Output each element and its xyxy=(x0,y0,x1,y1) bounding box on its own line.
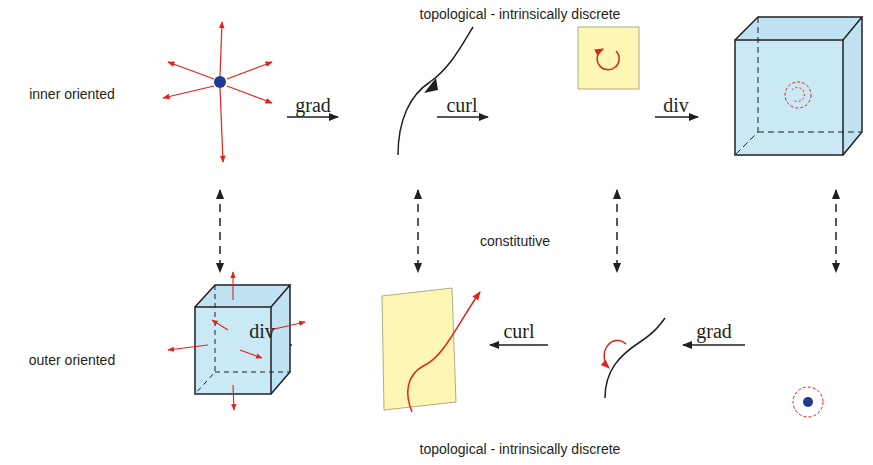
circulation-loop xyxy=(604,340,626,368)
relation-label: constitutive xyxy=(480,233,550,249)
point-dot xyxy=(803,397,813,407)
oriented-line xyxy=(398,27,473,155)
outer-surface xyxy=(382,288,456,410)
operator-label: curl xyxy=(446,94,477,117)
constitutive-arrows xyxy=(220,190,836,272)
line-arrowhead xyxy=(424,78,438,93)
operator-label: grad xyxy=(295,94,331,117)
dashed-sphere xyxy=(793,387,823,417)
oriented-volume xyxy=(735,17,862,155)
operator-label: curl xyxy=(503,320,534,343)
heading-label: topological - intrinsically discrete xyxy=(420,6,621,22)
operator-label: div xyxy=(663,94,689,117)
point-dot xyxy=(214,76,226,88)
row-label: outer oriented xyxy=(29,352,115,368)
oriented-surface xyxy=(578,27,639,89)
circulation-arrow xyxy=(597,49,619,70)
row-label: inner oriented xyxy=(29,86,115,102)
heading-label: topological - intrinsically discrete xyxy=(420,441,621,457)
outer-line xyxy=(605,318,665,398)
operator-label: div xyxy=(249,320,275,343)
outward-arrows xyxy=(163,22,272,162)
flux-arrow xyxy=(408,292,480,412)
outer-volume xyxy=(168,272,305,410)
operator-label: grad xyxy=(696,320,732,343)
operator-arrows xyxy=(240,117,745,345)
